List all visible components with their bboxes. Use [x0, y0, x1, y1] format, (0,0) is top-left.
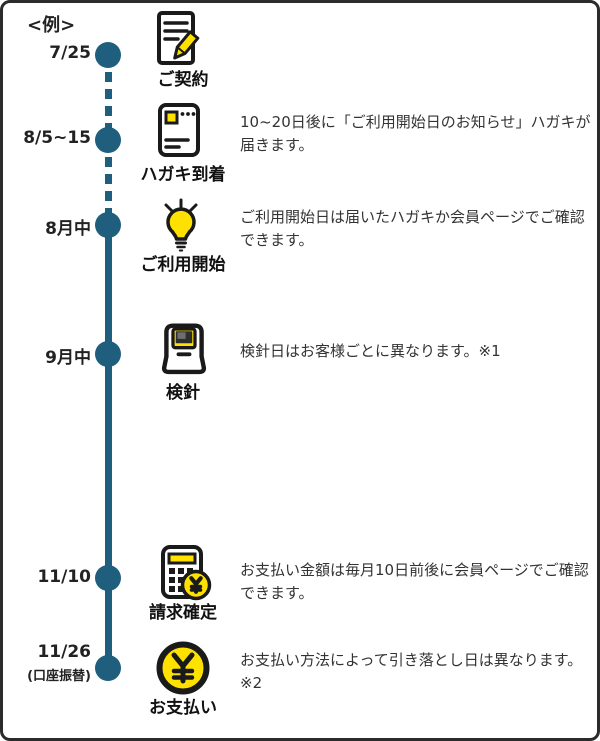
timeline-dot-contract: [95, 42, 121, 68]
timeline-dot-billing: [95, 565, 121, 591]
timeline-date-contract: 7/25: [49, 43, 91, 63]
step-description-postcard: 10~20日後に「ご利用開始日のお知らせ」ハガキが届きます。: [240, 113, 591, 154]
timeline-date-meter: 9月中: [45, 348, 91, 368]
step-caption-payment: お支払い: [149, 698, 217, 718]
step-caption-start: ご利用開始: [140, 255, 226, 275]
step-description-start: ご利用開始日は届いたハガキか会員ページでご確認できます。: [240, 208, 585, 249]
timeline-date-payment-note: (口座振替): [27, 669, 91, 684]
step-caption-contract: ご契約: [157, 70, 209, 90]
postcard-icon: [158, 103, 200, 157]
example-label: <例>: [27, 15, 76, 36]
step-description-payment: お支払い方法によって引き落とし日は異なります。※2: [240, 651, 583, 692]
meter-icon: [161, 323, 207, 375]
step-caption-postcard: ハガキ到着: [140, 165, 226, 185]
timeline-dot-payment: [95, 655, 121, 681]
timeline-dot-meter: [95, 341, 121, 367]
timeline-date-payment: 11/26: [37, 642, 91, 662]
step-caption-billing: 請求確定: [149, 603, 217, 623]
timeline-dot-start: [95, 212, 121, 238]
step-description-meter: 検針日はお客様ごとに異なります。※1: [240, 342, 501, 360]
timeline-date-start: 8月中: [45, 219, 91, 239]
yen-symbol-small: [189, 576, 203, 594]
yen-coin-icon: [156, 641, 210, 695]
timeline-date-billing: 11/10: [37, 567, 91, 587]
step-description-billing: お支払い金額は毎月10日前後に会員ページでご確認できます。: [240, 561, 589, 602]
calculator-icon: [161, 545, 212, 601]
timeline-line-solid: [105, 223, 112, 670]
step-caption-meter: 検針: [166, 383, 200, 403]
yen-symbol: [171, 652, 195, 684]
contract-document-icon: [157, 11, 200, 65]
timeline-dot-postcard: [95, 127, 121, 153]
lightbulb-icon: [164, 198, 198, 252]
timeline-date-postcard: 8/5~15: [23, 128, 91, 148]
